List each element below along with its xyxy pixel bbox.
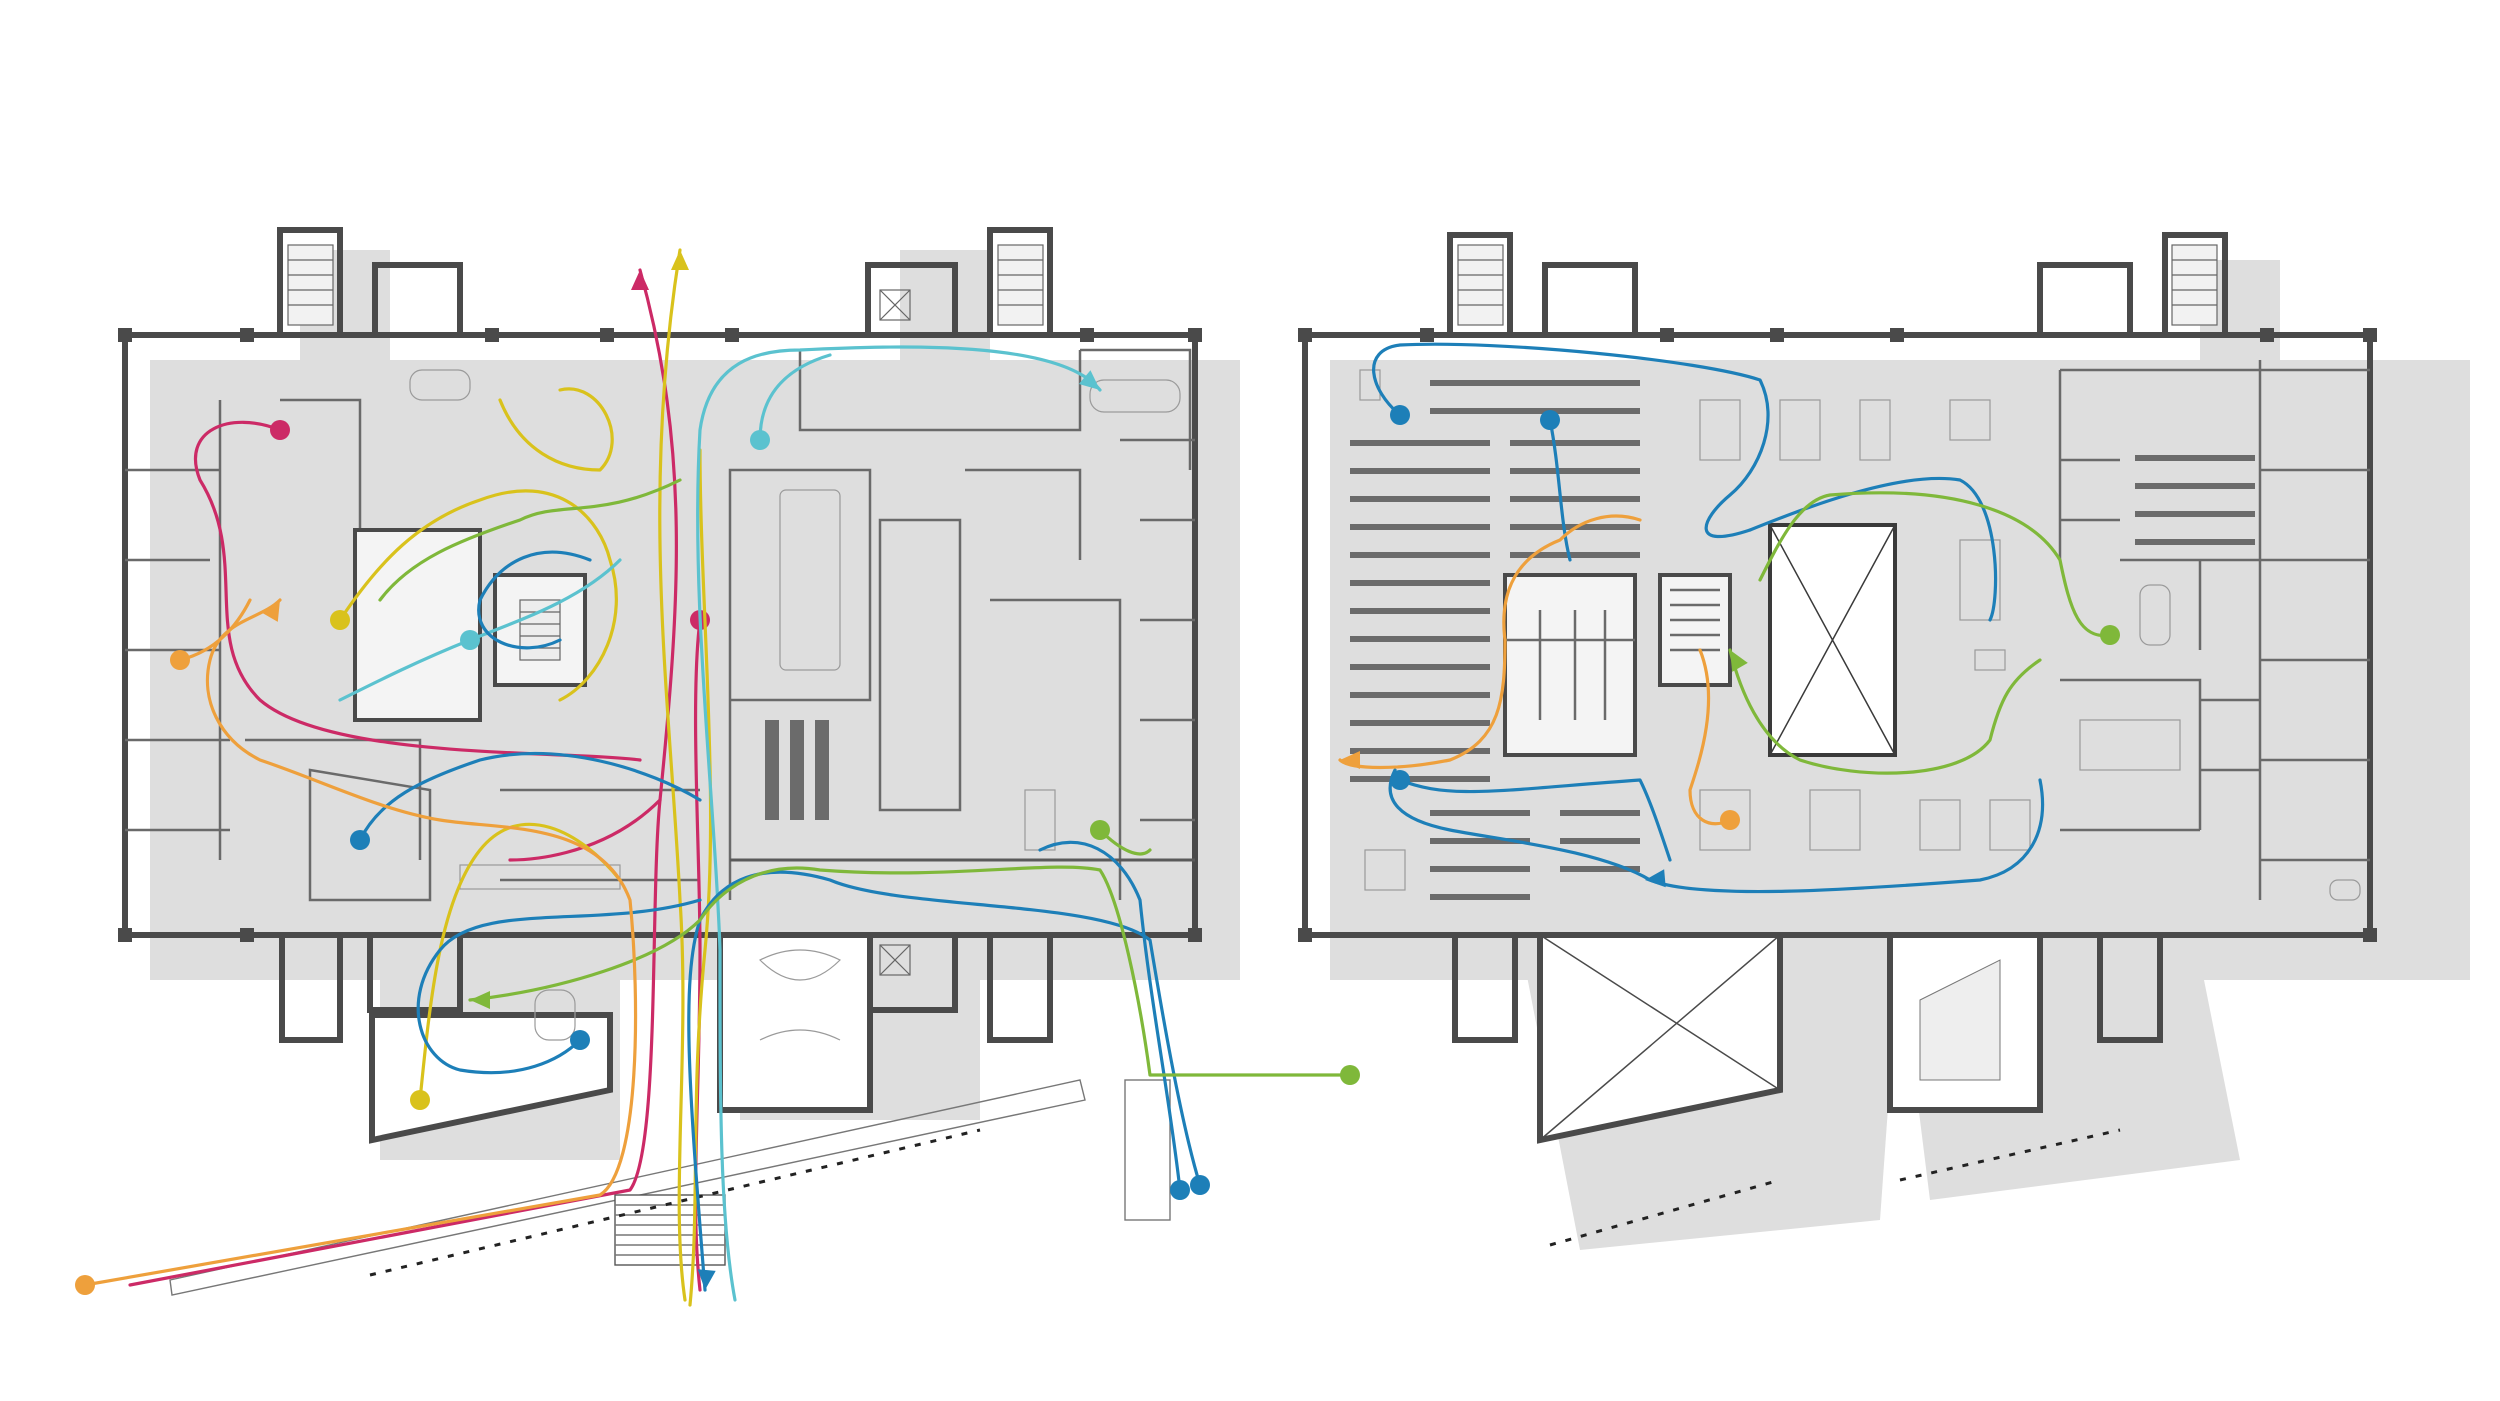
- route-start-dot-icon: [750, 430, 770, 450]
- arrow-head-icon: [1645, 869, 1666, 888]
- arrow-head-icon: [631, 270, 649, 290]
- route-yellow: [498, 387, 614, 472]
- route-blue: [358, 751, 702, 842]
- circulation-routes: [75, 248, 2120, 1307]
- route-start-dot-icon: [410, 1090, 430, 1110]
- route-blue: [1038, 840, 1182, 1192]
- route-start-dot-icon: [2100, 625, 2120, 645]
- arrow-head-icon: [1340, 751, 1360, 769]
- route-magenta: [508, 798, 662, 862]
- stair-icon: [287, 244, 1044, 661]
- route-start-dot-icon: [570, 1030, 590, 1050]
- arrow-head-icon: [1730, 650, 1748, 672]
- route-orange: [1338, 514, 1642, 770]
- route-start-dot-icon: [350, 830, 370, 850]
- left-plan-columns: [118, 328, 1202, 942]
- left-plan-furniture: [409, 369, 1181, 1041]
- route-start-dot-icon: [1190, 1175, 1210, 1195]
- route-blue: [687, 870, 1202, 1292]
- arrow-head-icon: [697, 1269, 716, 1290]
- route-cyan: [758, 353, 832, 442]
- route-blue: [1398, 778, 1672, 862]
- route-start-dot-icon: [75, 1275, 95, 1295]
- route-start-dot-icon: [1090, 820, 1110, 840]
- route-start-dot-icon: [1540, 410, 1560, 430]
- route-orange: [1688, 648, 1732, 826]
- route-blue: [1372, 342, 1770, 539]
- route-blue: [1548, 418, 1572, 562]
- route-green: [468, 865, 1352, 1077]
- route-blue: [477, 550, 592, 650]
- route-start-dot-icon: [170, 650, 190, 670]
- route-yellow: [688, 448, 713, 1307]
- right-plan-interior: [1503, 360, 2370, 900]
- route-yellow: [658, 248, 687, 1302]
- arrow-head-icon: [1078, 370, 1100, 390]
- arrow-head-icon: [470, 991, 490, 1009]
- left-floor-plan: [118, 227, 1240, 1296]
- route-green: [1758, 491, 2112, 638]
- left-plan-walls: [122, 227, 1198, 1144]
- elevator-x-icon: [879, 289, 911, 976]
- stair-icon: [1457, 244, 2218, 326]
- route-blue: [1388, 768, 2045, 894]
- route-start-dot-icon: [1720, 810, 1740, 830]
- route-start-dot-icon: [1390, 770, 1410, 790]
- right-plan-columns: [1298, 328, 2377, 942]
- bookshelf-rows: [1350, 380, 2255, 900]
- left-plan-interior: [125, 348, 1195, 902]
- route-start-dot-icon: [270, 420, 290, 440]
- arrow-head-icon: [262, 600, 280, 622]
- right-floor-plan: [1298, 232, 2470, 1250]
- right-plan-furniture: [1359, 369, 2361, 901]
- route-yellow: [418, 822, 622, 1102]
- route-green: [1728, 648, 2042, 775]
- route-green: [378, 478, 682, 602]
- entrance-ramp: [169, 1079, 1171, 1296]
- route-cyan: [696, 345, 1102, 1302]
- arrow-head-icon: [671, 250, 689, 270]
- right-plan-walls: [1302, 232, 2373, 1144]
- route-orange: [83, 598, 638, 1287]
- route-start-dot-icon: [1390, 405, 1410, 425]
- route-start-dot-icon: [1170, 1180, 1190, 1200]
- route-start-dot-icon: [1340, 1065, 1360, 1085]
- route-yellow: [338, 489, 618, 702]
- right-plan-dotted-line: [1549, 1128, 2121, 1247]
- route-blue: [416, 898, 702, 1075]
- route-start-dot-icon: [460, 630, 480, 650]
- route-orange: [178, 598, 252, 662]
- route-start-dot-icon: [330, 610, 350, 630]
- route-magenta: [193, 420, 642, 762]
